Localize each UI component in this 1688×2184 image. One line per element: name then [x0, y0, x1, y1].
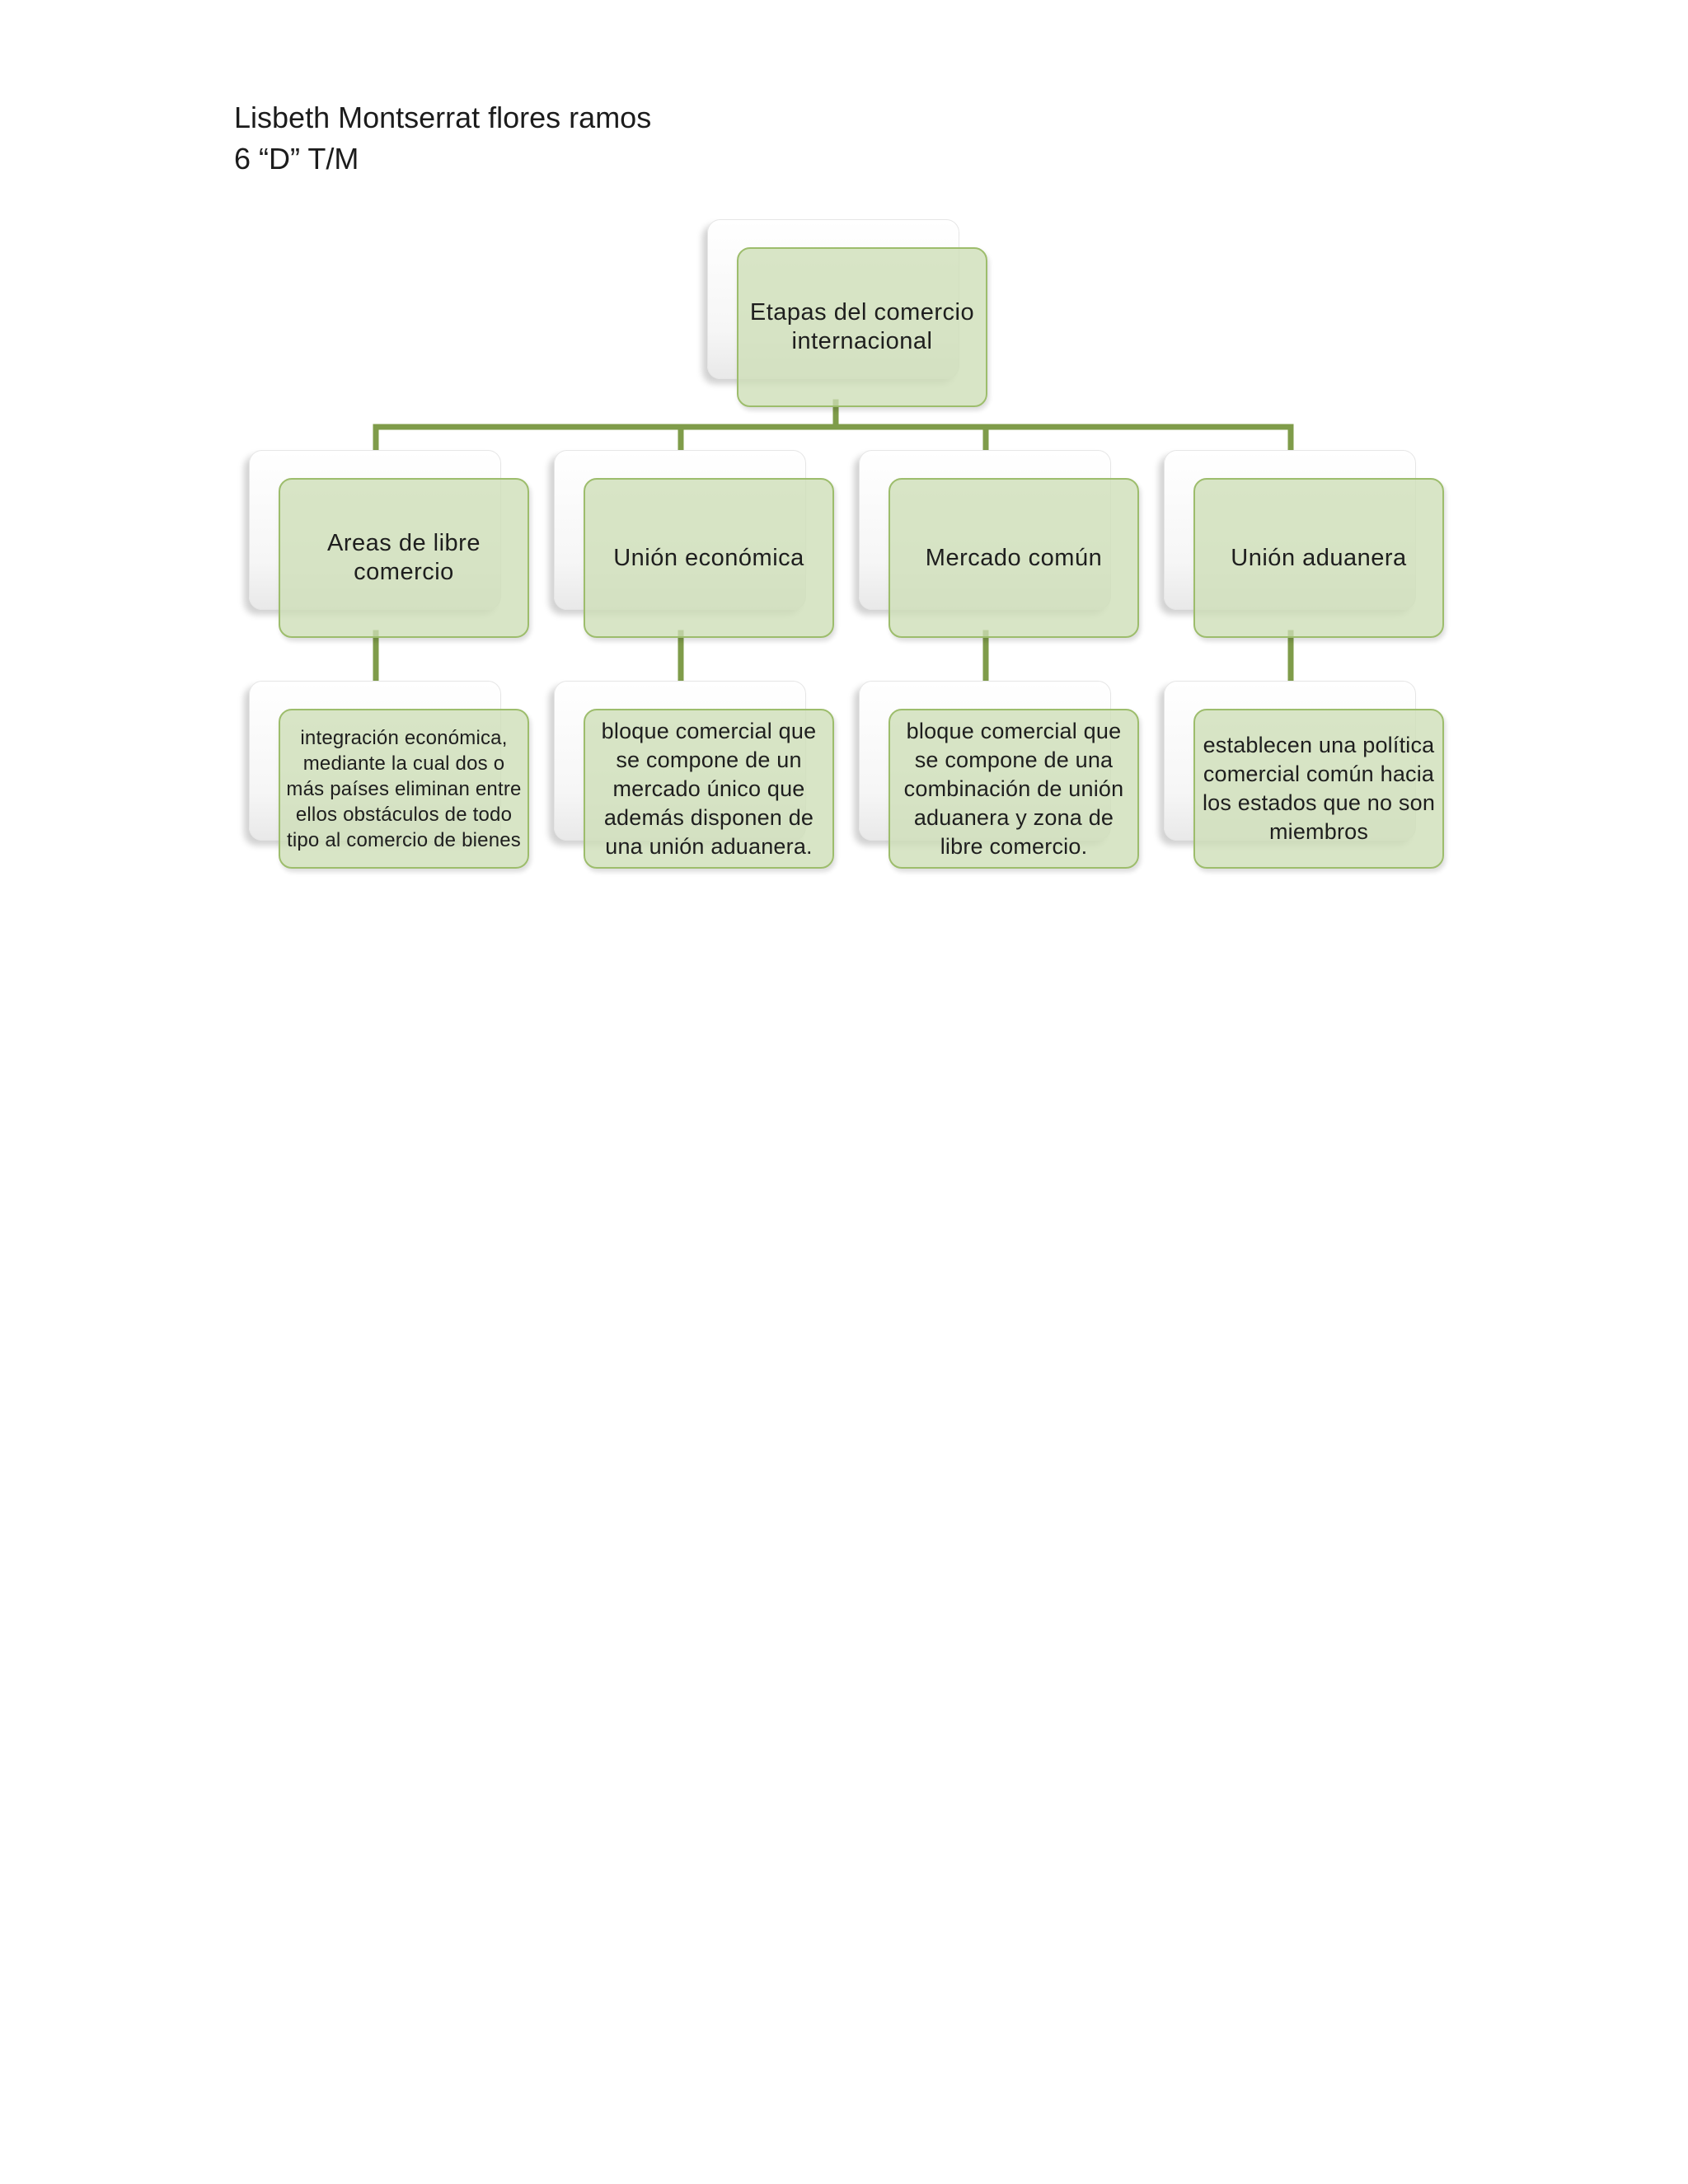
root-node-card: Etapas del comercio internacional — [737, 247, 987, 407]
stage-node-label: Mercado común — [925, 544, 1103, 571]
stage-node-label: Unión aduanera — [1231, 544, 1407, 571]
stage-node-label: Unión económica — [613, 544, 804, 571]
description-text: establecen una política comercial común … — [1202, 733, 1436, 844]
stage-node-card: Unión aduanera — [1193, 478, 1444, 638]
stage-node-card: Unión económica — [584, 478, 834, 638]
description-node-card: integración económica, mediante la cual … — [279, 709, 529, 869]
description-node-card: bloque comercial que se compone de una c… — [889, 709, 1139, 869]
description-node-card: establecen una política comercial común … — [1193, 709, 1444, 869]
stage-node-card: Mercado común — [889, 478, 1139, 638]
description-text: integración económica, mediante la cual … — [286, 726, 522, 851]
author-name: Lisbeth Montserrat flores ramos — [234, 101, 652, 134]
description-text: bloque comercial que se compone de una c… — [903, 718, 1124, 859]
description-node-card: bloque comercial que se compone de un me… — [584, 709, 834, 869]
stage-node-card: Areas de libre comercio — [279, 478, 529, 638]
class-group: 6 “D” T/M — [234, 142, 359, 176]
document-header: Lisbeth Montserrat flores ramos 6 “D” T/… — [234, 97, 651, 180]
stage-node-label: Areas de libre comercio — [327, 530, 481, 585]
description-text: bloque comercial que se compone de un me… — [601, 718, 817, 859]
root-node-label: Etapas del comercio internacional — [749, 299, 975, 354]
